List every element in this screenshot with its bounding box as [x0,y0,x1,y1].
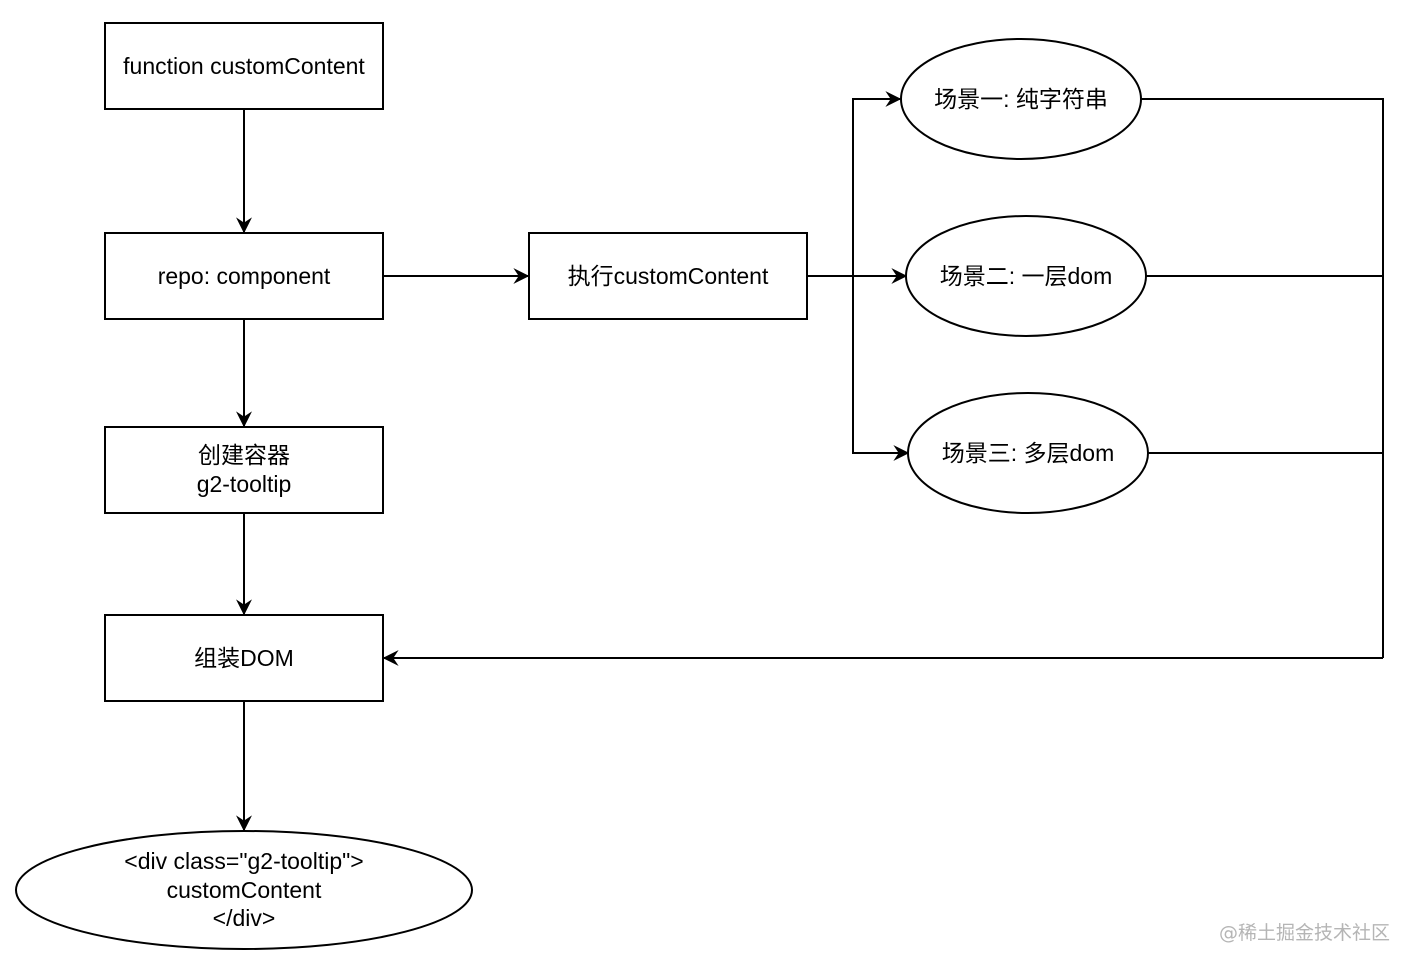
node-scene-3: 场景三: 多层dom [907,392,1149,514]
node-execute-custom-content: 执行customContent [528,232,808,320]
edge-execute-to-scene-1 [807,91,902,277]
node-output-div-line-2: customContent [167,877,322,903]
watermark-text: @稀土掘金技术社区 [1219,922,1390,944]
node-scene-3-label: 场景三: 多层dom [942,440,1115,466]
edge-execute-to-scene-3 [852,276,910,461]
node-repo-component-label: repo: component [158,263,331,289]
node-assemble-dom: 组装DOM [104,614,384,702]
node-scene-1-label: 场景一: 纯字符串 [934,86,1108,112]
node-scene-2: 场景二: 一层dom [905,215,1147,337]
node-function-custom-content: function customContent [104,22,384,110]
node-execute-custom-content-label: 执行customContent [568,263,769,289]
node-output-div-line-3: </div> [213,905,276,931]
node-create-container: 创建容器 g2-tooltip [104,426,384,514]
node-function-custom-content-label: function customContent [123,53,365,79]
edges [236,91,1384,832]
node-scene-2-label: 场景二: 一层dom [940,263,1113,289]
edge-scene-1-to-bus [1141,98,1384,658]
node-assemble-dom-label: 组装DOM [194,645,294,671]
node-output-div: <div class="g2-tooltip"> customContent <… [15,830,473,950]
node-scene-1: 场景一: 纯字符串 [900,38,1142,160]
node-repo-component: repo: component [104,232,384,320]
node-create-container-line-1: 创建容器 [198,442,290,468]
node-create-container-line-2: g2-tooltip [197,471,292,497]
node-output-div-line-1: <div class="g2-tooltip"> [124,848,363,874]
